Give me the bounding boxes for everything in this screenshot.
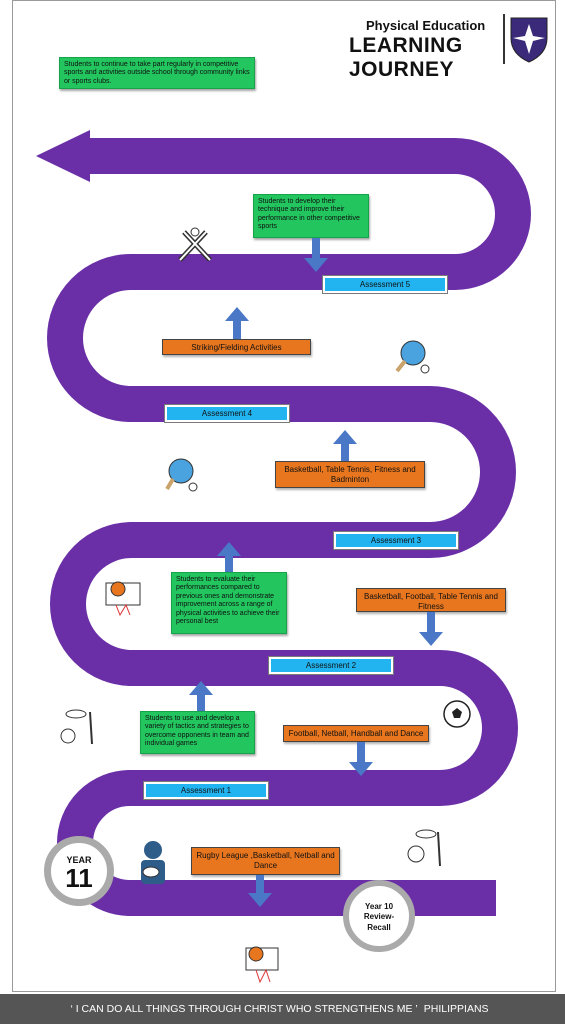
year-label: YEAR bbox=[66, 855, 92, 865]
arrow-up-icon bbox=[189, 681, 213, 711]
rugby-player-icon bbox=[141, 841, 165, 884]
year-number: 11 bbox=[65, 863, 93, 893]
unit-football-netball: Football, Netball, Handball and Dance bbox=[283, 725, 429, 742]
assessment-2: Assessment 2 bbox=[268, 656, 394, 675]
unit-basketball-football: Basketball, Football, Table Tennis and F… bbox=[356, 588, 506, 612]
basketball-hoop-icon bbox=[105, 581, 141, 617]
review-line-3: Recall bbox=[367, 922, 391, 932]
goal-box-competitive: Students to continue to take part regula… bbox=[59, 57, 255, 89]
arrow-down-icon bbox=[419, 612, 443, 646]
cricket-bats-icon bbox=[178, 227, 212, 262]
goal-box-tactics: Students to use and develop a variety of… bbox=[140, 711, 255, 754]
review-line-1: Year 10 bbox=[364, 902, 394, 911]
arrow-up-icon bbox=[225, 307, 249, 339]
assessment-5: Assessment 5 bbox=[322, 275, 448, 294]
unit-basketball-table-tennis: Basketball, Table Tennis, Fitness and Ba… bbox=[275, 461, 425, 488]
footer-quote: ‘ I CAN DO ALL THINGS THROUGH CHRIST WHO… bbox=[70, 1003, 418, 1015]
crest-icon bbox=[503, 14, 548, 64]
arrow-up-icon bbox=[217, 542, 241, 572]
review-line-2: Review- bbox=[363, 912, 395, 922]
header-subtitle: Physical Education bbox=[366, 18, 486, 33]
arrow-up-icon bbox=[333, 430, 357, 461]
assessment-4: Assessment 4 bbox=[164, 404, 290, 423]
assessment-1: Assessment 1 bbox=[143, 781, 269, 800]
arrow-down-icon bbox=[304, 238, 328, 272]
footer-reference: PHILIPPIANS bbox=[423, 1003, 489, 1015]
footer-banner: ‘ I CAN DO ALL THINGS THROUGH CHRIST WHO… bbox=[0, 994, 565, 1024]
netball-icon bbox=[407, 829, 441, 867]
arrow-down-icon bbox=[248, 875, 272, 907]
table-tennis-icon-2 bbox=[165, 458, 198, 492]
year-11-badge: YEAR 11 bbox=[44, 836, 114, 906]
unit-striking-fielding: Striking/Fielding Activities bbox=[162, 339, 311, 355]
assessment-3: Assessment 3 bbox=[333, 531, 459, 550]
netball-hoop-icon bbox=[60, 709, 93, 745]
basketball-hoop-icon-2 bbox=[245, 946, 279, 984]
review-recall-badge: Year 10 Review- Recall bbox=[343, 880, 415, 952]
goal-box-develop: Students to develop their technique and … bbox=[253, 194, 369, 238]
header-title: LEARNING JOURNEY bbox=[349, 34, 463, 81]
arrow-down-icon bbox=[349, 742, 373, 776]
goal-box-evaluate: Students to evaluate their performances … bbox=[171, 572, 287, 634]
football-icon bbox=[443, 700, 471, 728]
table-tennis-icon bbox=[395, 340, 430, 374]
unit-rugby-league: Rugby League ,Basketball, Netball and Da… bbox=[191, 847, 340, 875]
